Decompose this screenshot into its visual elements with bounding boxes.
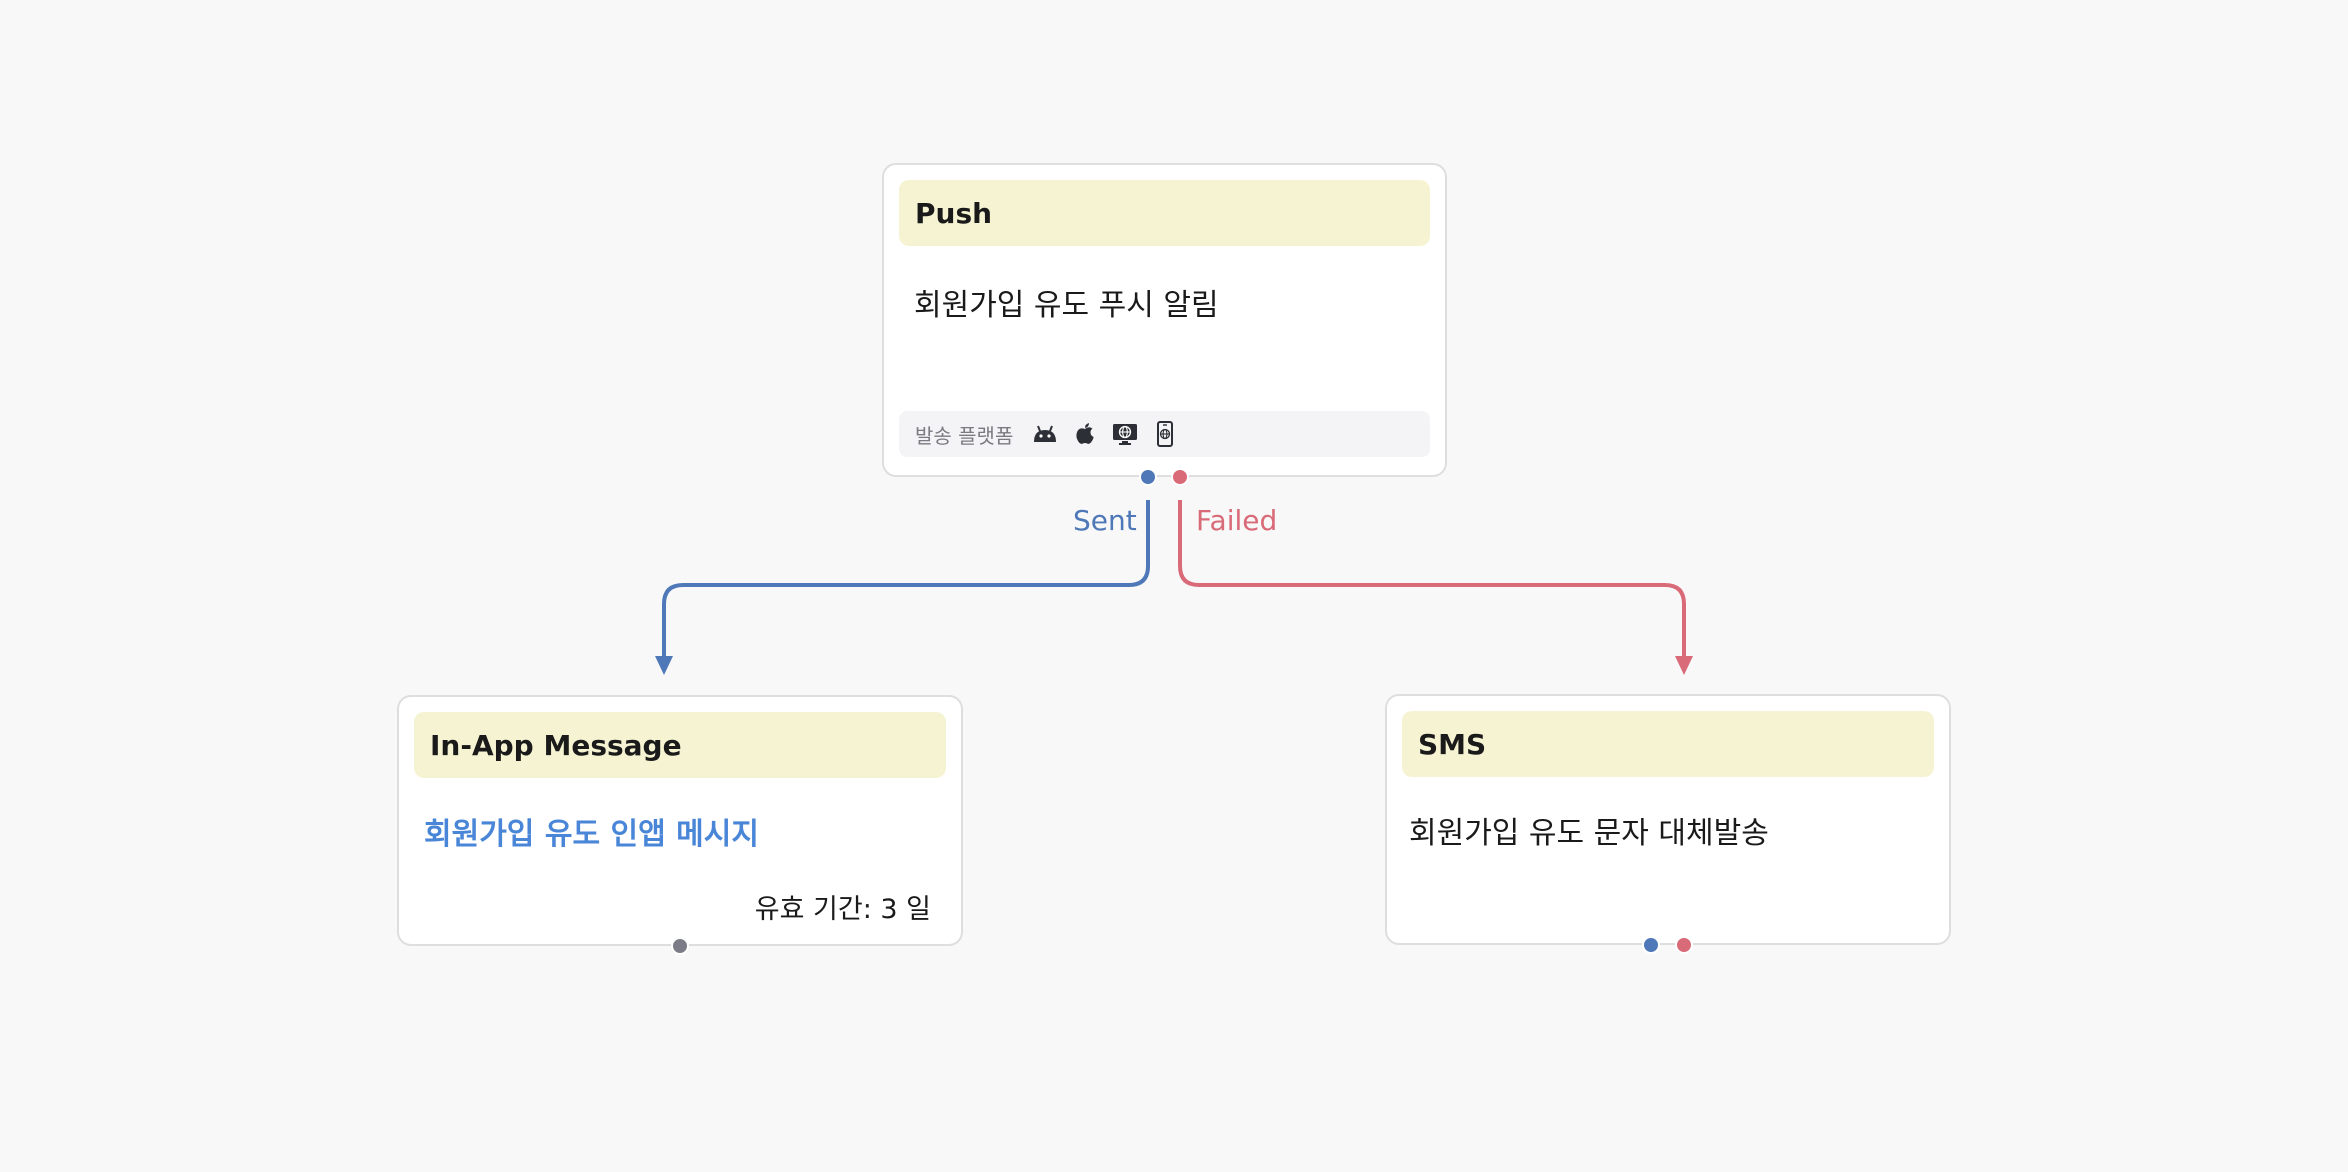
inapp-node-header: In-App Message (414, 712, 946, 778)
push-failed-port[interactable] (1171, 468, 1189, 486)
failed-arrowhead (1675, 656, 1693, 675)
push-sent-port[interactable] (1139, 468, 1157, 486)
android-icon (1031, 420, 1059, 448)
failed-connector[interactable] (1178, 500, 1686, 660)
apple-icon (1071, 420, 1099, 448)
sms-node-type: SMS (1418, 727, 1487, 761)
sms-node-title: 회원가입 유도 문자 대체발송 (1409, 816, 1769, 851)
platforms-label: 발송 플랫폼 (915, 423, 1014, 448)
sms-node-header: SMS (1402, 711, 1934, 777)
inapp-node-type: In-App Message (430, 728, 682, 762)
web-mobile-icon (1151, 420, 1179, 448)
inapp-node[interactable]: In-App Message 회원가입 유도 인앱 메시지 유효 기간: 3 일 (397, 695, 963, 946)
inapp-node-title[interactable]: 회원가입 유도 인앱 메시지 (424, 817, 759, 852)
sent-arrowhead (655, 656, 673, 675)
sent-edge-label: Sent (1073, 504, 1137, 537)
web-desktop-icon (1111, 420, 1139, 448)
push-node-header: Push (899, 180, 1430, 246)
inapp-validity: 유효 기간: 3 일 (754, 894, 931, 925)
sent-connector[interactable] (662, 500, 1150, 660)
push-node-type: Push (915, 196, 993, 230)
failed-edge-label: Failed (1196, 504, 1278, 537)
sms-sent-port[interactable] (1642, 936, 1660, 954)
sms-failed-port[interactable] (1675, 936, 1693, 954)
push-node-title: 회원가입 유도 푸시 알림 (914, 288, 1219, 323)
inapp-output-port[interactable] (671, 937, 689, 955)
push-node[interactable]: Push 회원가입 유도 푸시 알림 발송 플랫폼 (882, 163, 1447, 477)
sms-node[interactable]: SMS 회원가입 유도 문자 대체발송 (1385, 694, 1951, 945)
push-platforms-bar: 발송 플랫폼 (899, 411, 1430, 457)
